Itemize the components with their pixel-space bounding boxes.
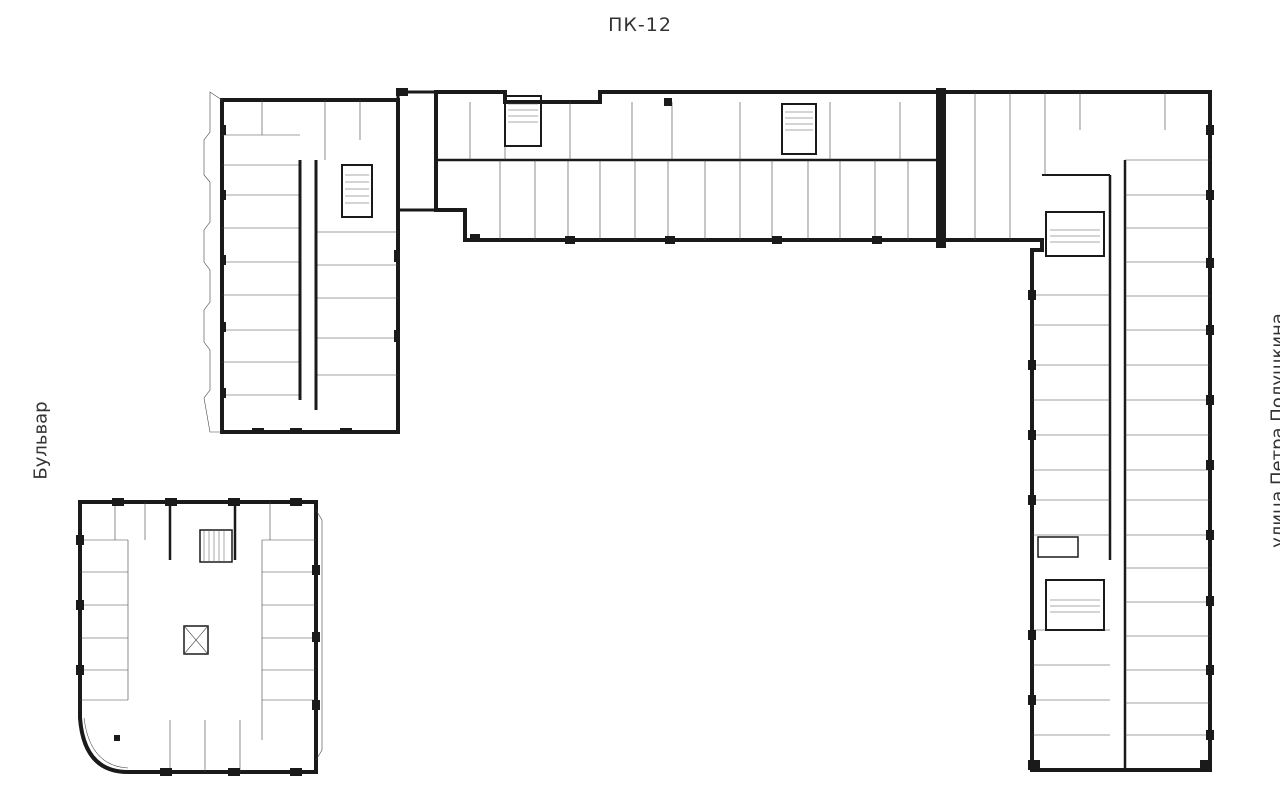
street-label-top: ПК-12 bbox=[608, 14, 672, 36]
building-right-wing bbox=[942, 90, 1214, 772]
building-left-wing bbox=[203, 90, 438, 434]
building-lower-left bbox=[76, 498, 323, 776]
building-top-wing bbox=[396, 88, 946, 248]
